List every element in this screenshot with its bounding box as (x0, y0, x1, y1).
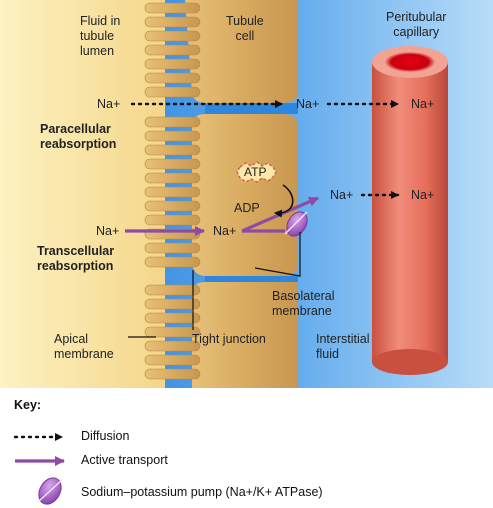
microvillus (144, 30, 201, 42)
key-pump: Sodium–potassium pump (Na+/K+ ATPase) (81, 485, 323, 499)
tubule-cells (185, 0, 298, 388)
atp-burst (236, 161, 277, 183)
microvillus (144, 2, 201, 14)
na-trans-out: Na+ (330, 188, 354, 202)
key-diffusion: Diffusion (81, 429, 130, 443)
lumen-region (0, 0, 165, 388)
microvillus (144, 214, 201, 226)
microvillus (144, 130, 201, 142)
apical-label: Apical membrane (54, 332, 114, 361)
na-para-mid: Na+ (296, 97, 320, 111)
microvillus (144, 312, 201, 324)
microvillus (144, 200, 201, 212)
na-para-right: Na+ (411, 97, 435, 111)
na-k-pump (284, 211, 308, 237)
microvillus (144, 58, 201, 70)
microvillus (144, 158, 201, 170)
microvillus (144, 186, 201, 198)
atp-label: ATP (244, 165, 267, 179)
paracellular-label: Paracellular reabsorption (40, 122, 117, 151)
microvillus (144, 144, 201, 156)
peritubular-capillary (372, 46, 448, 375)
interstitial-label: Interstitial fluid (316, 332, 370, 361)
microvillus (144, 340, 201, 352)
microvillus (144, 44, 201, 56)
microvillus (144, 284, 201, 296)
adp-label: ADP (234, 201, 260, 215)
tight-junction-label: Tight junction (192, 332, 266, 346)
pointer-lines (128, 232, 301, 338)
microvillus (144, 326, 201, 338)
na-trans-left: Na+ (96, 224, 120, 238)
na-trans-right: Na+ (411, 188, 435, 202)
apical-microvilli (144, 2, 201, 380)
key-symbols (13, 433, 65, 505)
microvillus (144, 116, 201, 128)
microvillus (144, 298, 201, 310)
transcellular-label: Transcellular reabsorption (37, 244, 115, 273)
microvillus (144, 368, 201, 380)
microvillus (144, 256, 201, 268)
capillary-label: Peritubular capillary (386, 10, 447, 39)
microvillus (144, 172, 201, 184)
microvillus (144, 86, 201, 98)
basolateral-label: Basolateral membrane (272, 289, 335, 318)
na-para-left: Na+ (97, 97, 121, 111)
tubule-cell-label: Tubule cell (226, 14, 264, 43)
microvillus (144, 354, 201, 366)
key-active-transport: Active transport (81, 453, 168, 467)
microvillus (144, 242, 201, 254)
key-title: Key: (14, 398, 42, 412)
lumen-label: Fluid in tubule lumen (80, 14, 121, 58)
microvillus (144, 72, 201, 84)
transport-arrows (125, 100, 400, 236)
na-trans-cell: Na+ (213, 224, 237, 238)
microvillus (144, 16, 201, 28)
